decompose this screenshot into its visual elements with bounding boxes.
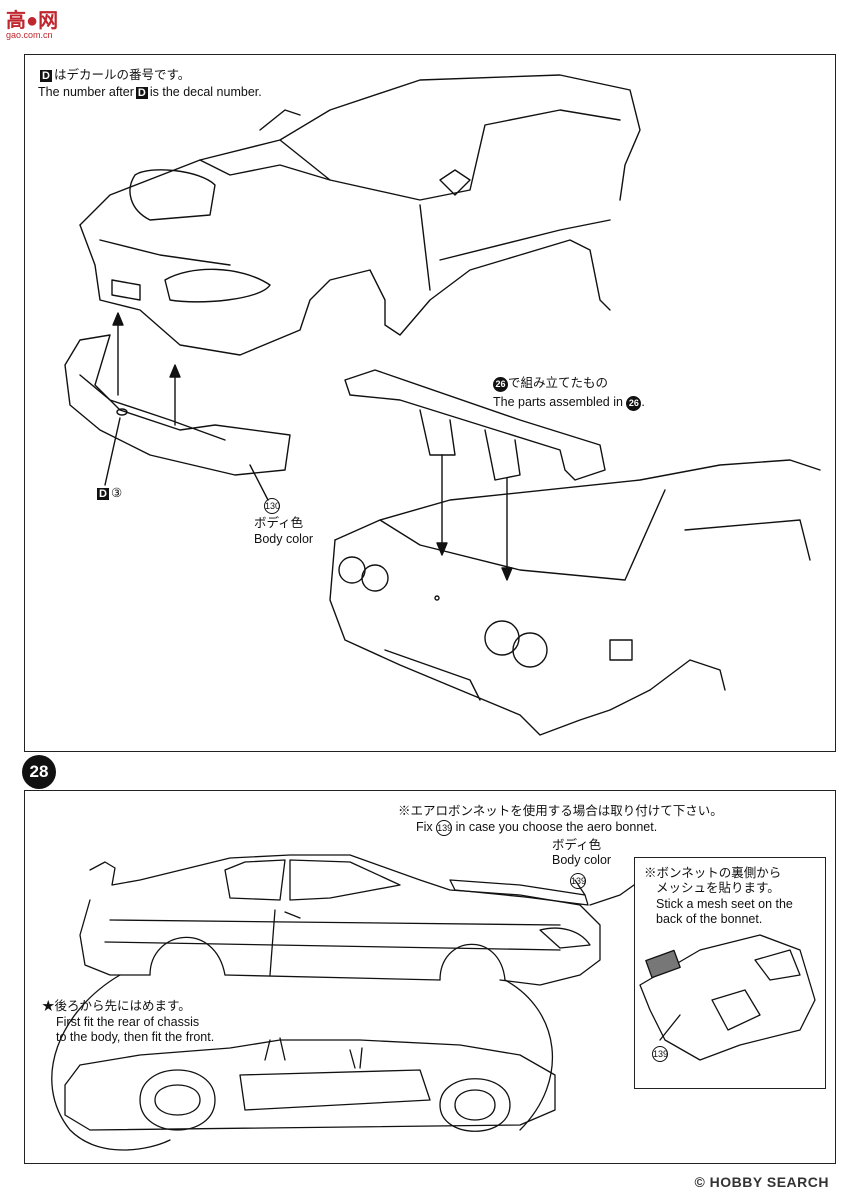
- install-arrows-front: [104, 312, 269, 501]
- body-color-jp-top: ボディ色: [254, 516, 304, 530]
- chassis-illustration: [64, 1037, 556, 1132]
- decal-note-en-pre: The number after: [38, 85, 134, 99]
- fit-note-en-2: to the body, then fit the front.: [56, 1030, 215, 1044]
- fit-note-en-1: First fit the rear of chassis: [56, 1015, 200, 1029]
- part-139-callout: 139: [570, 873, 586, 889]
- mesh-note-jp-2: メッシュを貼ります。: [656, 881, 780, 895]
- aero-bonnet-note-en-pre: Fix: [416, 820, 433, 834]
- site-logo: 高●网: [6, 10, 59, 32]
- decal-note-jp-text: はデカールの番号です。: [53, 68, 191, 82]
- side-car-body-illustration: [79, 854, 601, 986]
- mesh-note-en-1: Stick a mesh seet on the: [656, 897, 793, 911]
- step-ref-26: 26: [493, 377, 508, 392]
- body-color-en-top: Body color: [254, 532, 314, 546]
- step-ref-26-b: 26: [626, 396, 642, 411]
- decal-letter-box: D: [40, 70, 52, 82]
- decal-letter-box-3: D: [97, 488, 109, 500]
- mesh-note-en-2: back of the bonnet.: [656, 912, 763, 926]
- bonnet-underside-illustration: [639, 934, 816, 1061]
- front-car-body-illustration: [79, 74, 641, 356]
- fit-note-jp: ★後ろから先にはめます。: [42, 999, 191, 1013]
- mesh-note-jp-1: ※ボンネットの裏側から: [644, 866, 782, 880]
- assembled-note-en: The parts assembled in 26.: [493, 395, 645, 411]
- rear-car-body-illustration: [329, 459, 821, 736]
- decal-letter-box-2: D: [135, 87, 148, 99]
- part-number-139-b: 139: [570, 873, 586, 889]
- site-logo-url: gao.com.cn: [6, 30, 53, 40]
- decal-note-en-post: is the decal number.: [149, 85, 262, 99]
- assembled-jp-text: で組み立てたもの: [508, 376, 609, 390]
- aero-bonnet-part: [449, 879, 589, 906]
- assembled-en-text: The parts assembled in: [493, 395, 623, 409]
- part-number-139-c: 139: [652, 1046, 668, 1062]
- part-number-139: 139: [436, 820, 452, 836]
- fitting-guide-lines: [51, 884, 635, 1151]
- decal-ref-number: ③: [110, 486, 123, 500]
- part-139-inset: 139: [652, 1046, 668, 1062]
- step-28-badge: 28: [22, 755, 56, 789]
- body-color-jp-28: ボディ色: [552, 838, 602, 852]
- aero-bonnet-note-en-post: in case you choose the aero bonnet.: [455, 820, 658, 834]
- part-number-130: 130: [264, 498, 280, 514]
- front-lip-part: [64, 334, 291, 476]
- aero-bonnet-note-jp: ※エアロボンネットを使用する場合は取り付けて下さい。: [398, 804, 723, 818]
- assembled-en-end: .: [641, 395, 645, 409]
- part-130-label: 130: [264, 498, 280, 514]
- hobby-search-watermark: © HOBBY SEARCH: [694, 1174, 829, 1190]
- body-color-en-28: Body color: [552, 853, 612, 867]
- aero-bonnet-note-en: Fix 139 in case you choose the aero bonn…: [416, 820, 657, 836]
